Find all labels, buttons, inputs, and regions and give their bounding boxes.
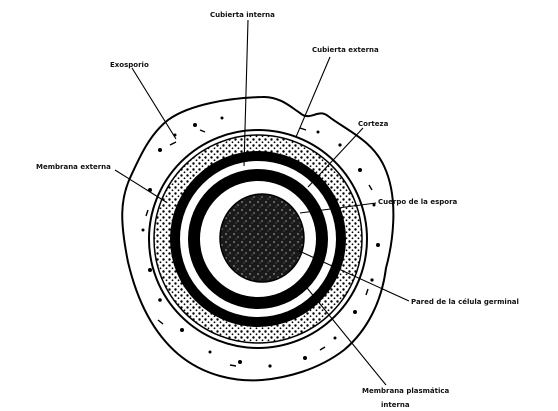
label-cortex: Corteza — [358, 120, 389, 128]
label-spore-body: Cuerpo de la espora — [378, 198, 458, 206]
spore-body — [220, 194, 304, 282]
label-inner-plasma-membrane-line1: Membrana plasmática — [362, 387, 450, 395]
label-inner-plasma-membrane-line2: interna — [381, 401, 410, 409]
label-inner-coat: Cubierta interna — [210, 11, 275, 19]
label-outer-coat: Cubierta externa — [312, 46, 379, 54]
label-exospore: Exosporio — [110, 61, 149, 69]
label-germ-cell-wall: Pared de la célula germinal — [411, 298, 519, 306]
label-outer-membrane: Membrana externa — [36, 163, 111, 171]
